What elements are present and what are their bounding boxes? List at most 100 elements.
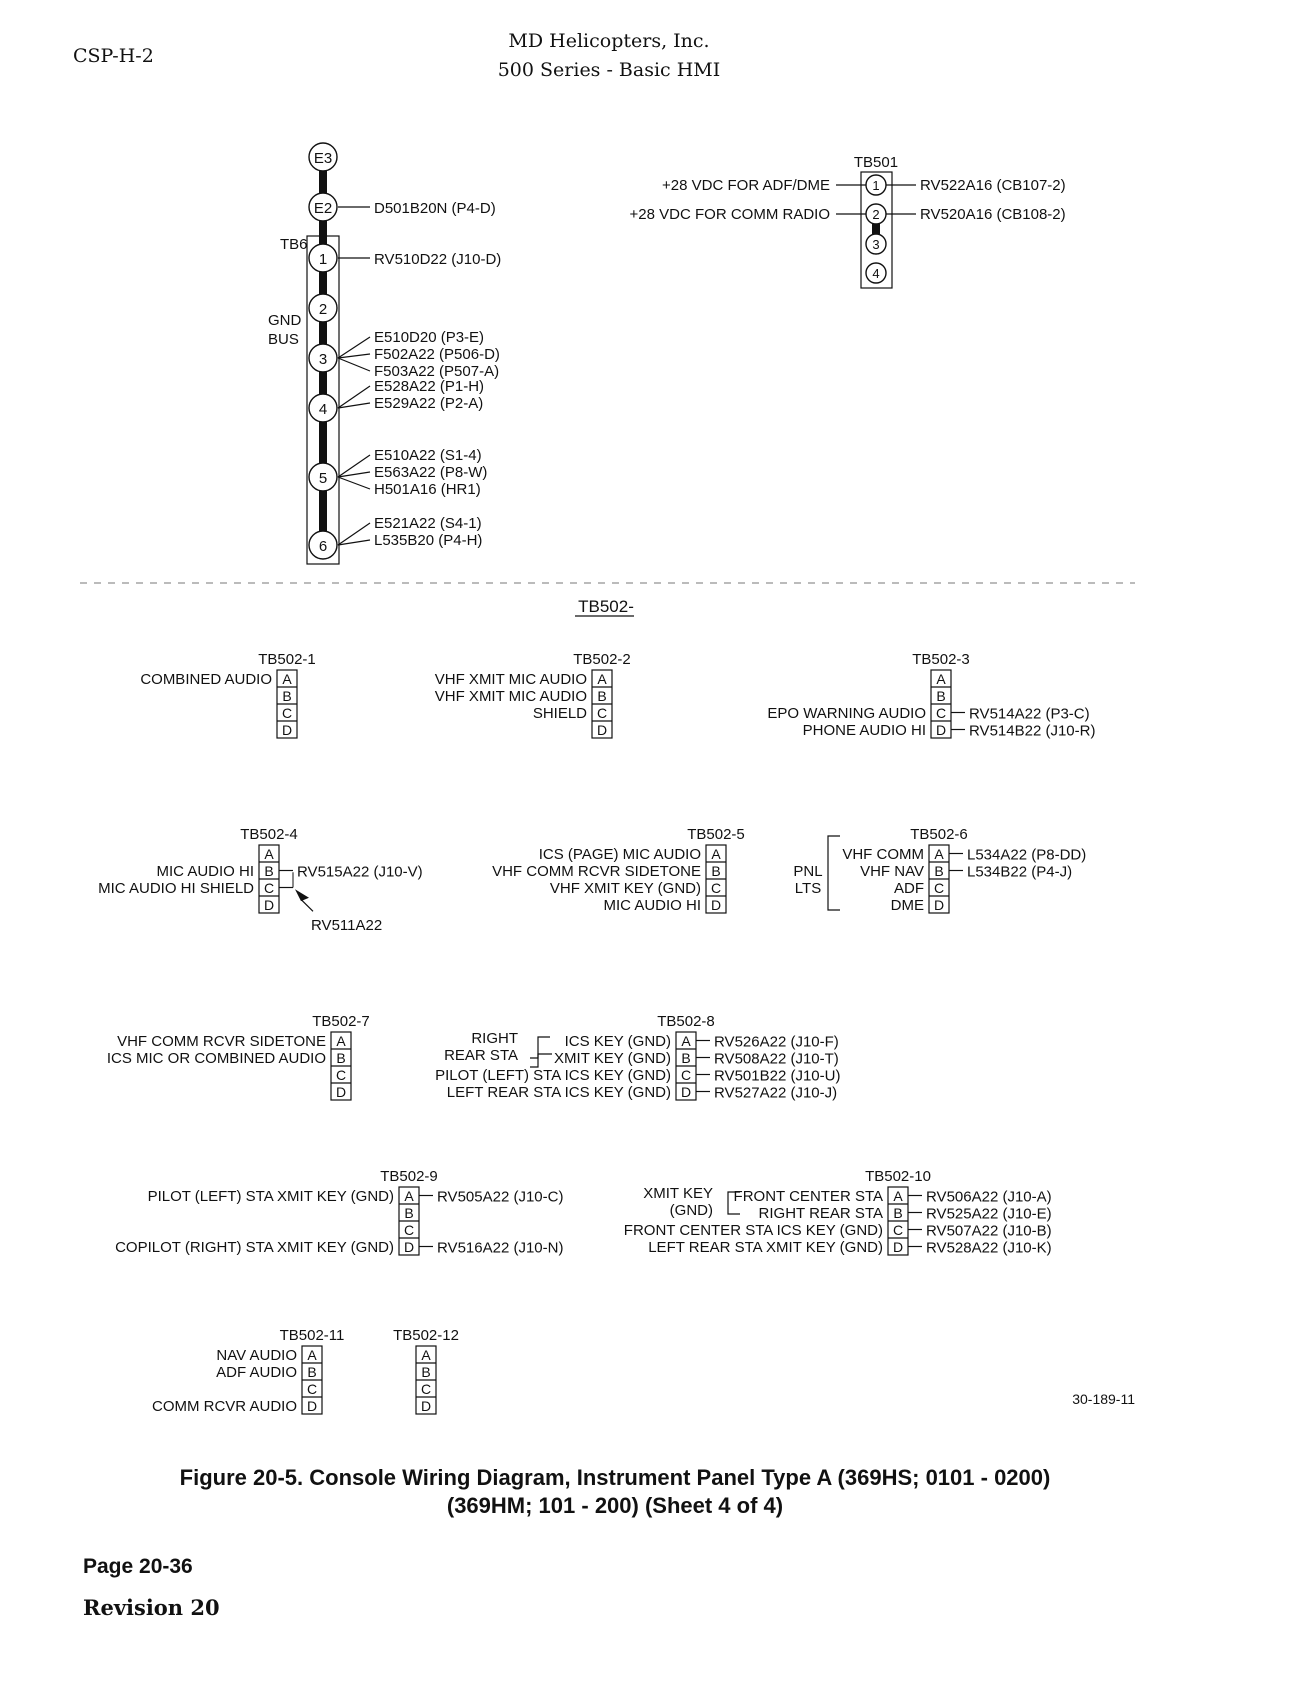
gnd-node [308,343,338,373]
terminal-block-title: TB502-3 [912,651,970,668]
terminal-left-label: EPO WARNING AUDIO [767,705,926,722]
terminal-pin-label: D [282,722,292,738]
terminal-pin-label: C [336,1067,346,1083]
terminal-pin-label: C [893,1222,903,1238]
gnd-node-label: 2 [319,301,327,318]
group-label: XMIT KEY [643,1185,713,1202]
wire-lead [337,385,371,409]
terminal-left-label: VHF COMM [842,846,924,863]
terminal-left-label: VHF COMM RCVR SIDETONE [117,1033,326,1050]
terminal-block-title: TB502-5 [687,826,745,843]
terminal-pin-label: C [711,880,721,896]
gnd-bus-label: GND [268,312,302,329]
terminal-pin-label: B [936,688,945,704]
wire-lead [337,454,371,478]
wire-lead [337,336,371,359]
wire-label: RV522A16 (CB107-2) [920,177,1066,194]
wire-label: RV520A16 (CB108-2) [920,206,1066,223]
terminal-right-label: RV507A22 (J10-B) [926,1223,1052,1240]
terminal-pin-label: B [336,1050,345,1066]
terminal-right-label: L534B22 (P4-J) [967,864,1072,881]
terminal-left-label: PILOT (LEFT) STA XMIT KEY (GND) [148,1188,394,1205]
terminal-pin-label: D [711,897,721,913]
terminal-pin-label: A [307,1347,317,1363]
terminal-block-title: TB502-10 [865,1168,931,1185]
terminal-pin-label: C [264,880,274,896]
terminal-block-title: TB502-6 [910,826,968,843]
group-bracket [727,1191,740,1215]
terminal-left-label: COMBINED AUDIO [140,671,272,688]
wire-label: H501A16 (HR1) [374,481,481,498]
terminal-left-label: FRONT CENTER STA [734,1188,883,1205]
terminal-pin-label: A [681,1033,691,1049]
terminal-block-title: TB502-12 [393,1327,459,1344]
wire-label: E528A22 (P1-H) [374,378,484,395]
gnd-bus-label: BUS [268,331,299,348]
gnd-node-label: 1 [319,251,327,268]
group-bracket [530,1053,552,1068]
revision: Revision 20 [83,1595,220,1620]
page-number: Page 20-36 [83,1555,193,1578]
terminal-pin-label: A [421,1347,431,1363]
terminal-left-label: MIC AUDIO HI [156,863,254,880]
wire-label: +28 VDC FOR COMM RADIO [630,206,830,223]
terminal-block-title: TB502-4 [240,826,298,843]
terminal-pin-label: C [934,880,944,896]
terminal-pin-label: B [282,688,291,704]
gnd-node [308,142,338,172]
figure-caption-line2: (369HM; 101 - 200) (Sheet 4 of 4) [446,1493,784,1518]
terminal-left-label: DME [891,897,924,914]
terminal-pin-label: A [893,1188,903,1204]
wire-label: F503A22 (P507-A) [374,363,499,380]
terminal-left-label: PHONE AUDIO HI [803,722,926,739]
terminal-left-label: COMM RCVR AUDIO [152,1398,297,1415]
terminal-pin-label: B [893,1205,902,1221]
terminal-left-label: SHIELD [533,705,587,722]
tb501-pin-label: 1 [872,178,879,193]
terminal-block-title: TB502-7 [312,1013,370,1030]
terminal-pin-label: A [264,846,274,862]
terminal-pin-label: D [264,897,274,913]
group-label: LTS [795,880,821,897]
figure-caption-line1: Figure 20-5. Console Wiring Diagram, Ins… [179,1465,1051,1490]
gnd-node-label: E3 [314,150,332,167]
terminal-pin-label: B [421,1364,430,1380]
wire-label: F502A22 (P506-D) [374,346,500,363]
terminal-left-label: RIGHT REAR STA [759,1205,883,1222]
gnd-node-label: 5 [319,470,327,487]
wire-lead [337,353,371,359]
terminal-pin-label: B [404,1205,413,1221]
terminal-left-label: MIC AUDIO HI SHIELD [98,880,254,897]
terminal-pin-label: C [681,1067,691,1083]
wire-lead [337,471,371,478]
terminal-left-label: XMIT KEY (GND) [554,1050,671,1067]
terminal-left-label: NAV AUDIO [216,1347,297,1364]
terminal-pin-label: B [307,1364,316,1380]
terminal-pin-label: C [307,1381,317,1397]
gnd-node-label: 6 [319,538,327,555]
group-label: PNL [793,863,822,880]
terminal-right-label: RV505A22 (J10-C) [437,1189,563,1206]
wire-label: L535B20 (P4-H) [374,532,482,549]
gnd-node [308,393,338,423]
terminal-left-label: PILOT (LEFT) STA ICS KEY (GND) [435,1067,671,1084]
arrow-icon [295,889,309,902]
terminal-right-label: RV525A22 (J10-E) [926,1206,1052,1223]
terminal-left-label: VHF XMIT KEY (GND) [550,880,701,897]
terminal-pin-label: C [282,705,292,721]
gnd-node [308,530,338,560]
terminal-pin-label: D [404,1239,414,1255]
group-label: REAR STA [444,1047,518,1064]
terminal-left-label: LEFT REAR STA XMIT KEY (GND) [648,1239,883,1256]
tb501-title: TB501 [854,154,898,171]
gnd-node-label: 3 [319,351,327,368]
doc-title: MD Helicopters, Inc. [508,30,710,52]
wire-label: +28 VDC FOR ADF/DME [662,177,830,194]
terminal-pin-label: D [893,1239,903,1255]
terminal-left-label: ADF [894,880,924,897]
gnd-node [308,243,338,273]
wire-lead [337,539,371,546]
gnd-node-label: E2 [314,200,332,217]
terminal-left-label: ICS MIC OR COMBINED AUDIO [107,1050,326,1067]
